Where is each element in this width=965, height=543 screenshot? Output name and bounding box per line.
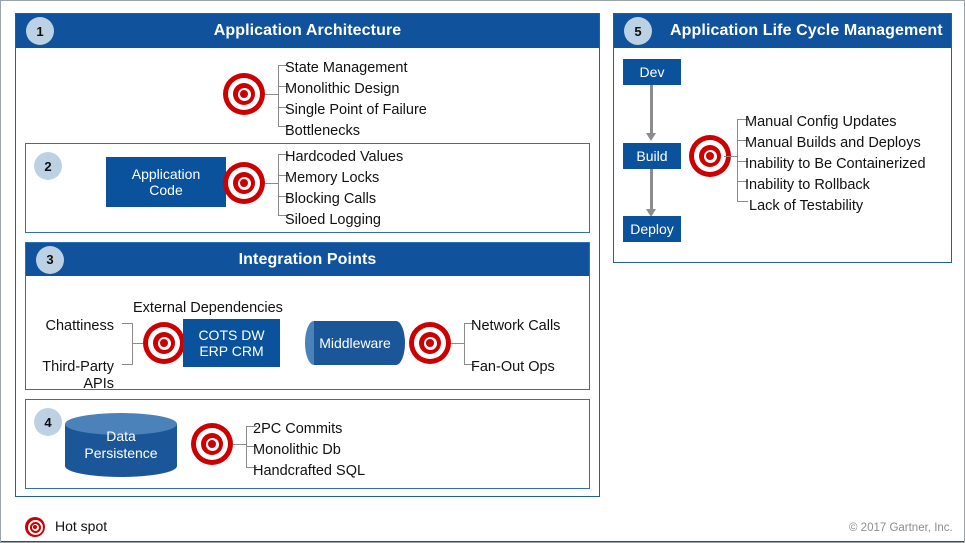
cots-box-line1: COTS DW [198, 326, 265, 343]
middleware-cylinder-body [314, 321, 396, 365]
panel3-left-item-1: Third-Party [42, 359, 114, 375]
panel2-item-2: Blocking Calls [285, 191, 377, 207]
panel1-item-0: State Management [285, 60, 408, 76]
panel5-bracket [724, 119, 749, 202]
panel1-title: Application Architecture [213, 22, 402, 39]
panel5-item-3: Inability to Rollback [745, 177, 870, 193]
arrow-head-build [646, 133, 656, 141]
panel2-item-1: Memory Locks [285, 170, 380, 186]
panel2-item-3: Siloed Logging [285, 212, 381, 228]
panel5-number-badge: 5 [624, 17, 652, 45]
cots-dw-erp-crm-box: COTS DW ERP CRM [183, 319, 280, 367]
data-persistence-line2: Persistence [84, 445, 158, 461]
application-code-box: Application Code [106, 157, 226, 207]
cots-box-line2: ERP CRM [199, 343, 264, 359]
panel5-header: 5 Application Life Cycle Management [614, 14, 951, 48]
application-code-box-line2: Code [149, 182, 183, 198]
panel1-item-2: Single Point of Failure [285, 102, 427, 118]
panel-integration-points: 3 Integration Points [25, 242, 590, 390]
panel2-number-badge: 2 [34, 152, 62, 180]
arrow-build-to-deploy [650, 169, 653, 211]
panel4-item-0: 2PC Commits [253, 421, 343, 437]
panel3-right-item-0: Network Calls [471, 318, 561, 334]
stage-label-build: Build [636, 147, 668, 164]
application-code-box-line1: Application [131, 165, 201, 182]
panel1-bracket [265, 65, 290, 127]
panel-application-life-cycle-management: 5 Application Life Cycle Management [613, 13, 952, 263]
hotspot-icon-data-persistence [191, 423, 233, 465]
hotspot-icon-middleware [409, 322, 451, 364]
data-persistence-cylinder: Data Persistence [65, 413, 177, 477]
data-persistence-cylinder-top [65, 413, 177, 435]
data-persistence-label: Data Persistence [65, 413, 177, 477]
panel5-title: Application Life Cycle Management [670, 22, 943, 39]
panel2-bracket [265, 154, 290, 216]
stage-box-deploy: Deploy [623, 216, 681, 242]
middleware-cylinder-end [387, 321, 405, 365]
arrow-head-deploy [646, 209, 656, 217]
data-persistence-line1: Data [106, 428, 136, 445]
hotspot-icon-external-dependencies [143, 322, 185, 364]
panel4-bracket [233, 426, 258, 468]
panel3-number-badge: 3 [36, 245, 64, 274]
panel3-left-item-2: APIs [83, 376, 114, 392]
data-persistence-cylinder-bottom [65, 455, 177, 477]
legend-hotspot-icon [25, 517, 45, 537]
panel3-left-bracket [121, 323, 147, 365]
stage-box-build: Build [623, 143, 681, 169]
panel4-item-2: Handcrafted SQL [253, 463, 366, 479]
panel3-right-bracket [451, 323, 476, 365]
panel3-right-item-1: Fan-Out Ops [471, 359, 555, 375]
external-dependencies-label: External Dependencies [133, 300, 283, 316]
panel5-item-1: Manual Builds and Deploys [745, 135, 921, 151]
panel4-item-1: Monolithic Db [253, 442, 341, 458]
middleware-cylinder: Middleware [305, 321, 405, 365]
panel1-number-badge: 1 [26, 17, 54, 45]
panel2-item-0: Hardcoded Values [285, 149, 404, 165]
hotspot-icon-architecture [223, 73, 265, 115]
stage-box-dev: Dev [623, 59, 681, 85]
panel3-header: 3 Integration Points [26, 243, 589, 276]
legend-label: Hot spot [55, 518, 108, 534]
panel5-item-4: Lack of Testability [749, 198, 864, 214]
middleware-label: Middleware [319, 335, 391, 351]
copyright-text: © 2017 Gartner, Inc. [849, 522, 953, 534]
stage-label-deploy: Deploy [630, 220, 674, 237]
panel3-left-item-0: Chattiness [45, 318, 114, 334]
panel5-item-2: Inability to Be Containerized [745, 156, 926, 172]
panel4-number-badge: 4 [34, 408, 62, 436]
footer-divider [1, 541, 964, 542]
arrow-dev-to-build [650, 85, 653, 135]
hotspot-icon-application-code [223, 162, 265, 204]
stage-label-dev: Dev [639, 63, 665, 80]
panel3-title: Integration Points [238, 250, 377, 268]
panel1-item-3: Bottlenecks [285, 123, 360, 139]
panel1-header: 1 Application Architecture [16, 14, 599, 48]
panel1-item-1: Monolithic Design [285, 81, 400, 97]
panel5-item-0: Manual Config Updates [745, 114, 897, 130]
